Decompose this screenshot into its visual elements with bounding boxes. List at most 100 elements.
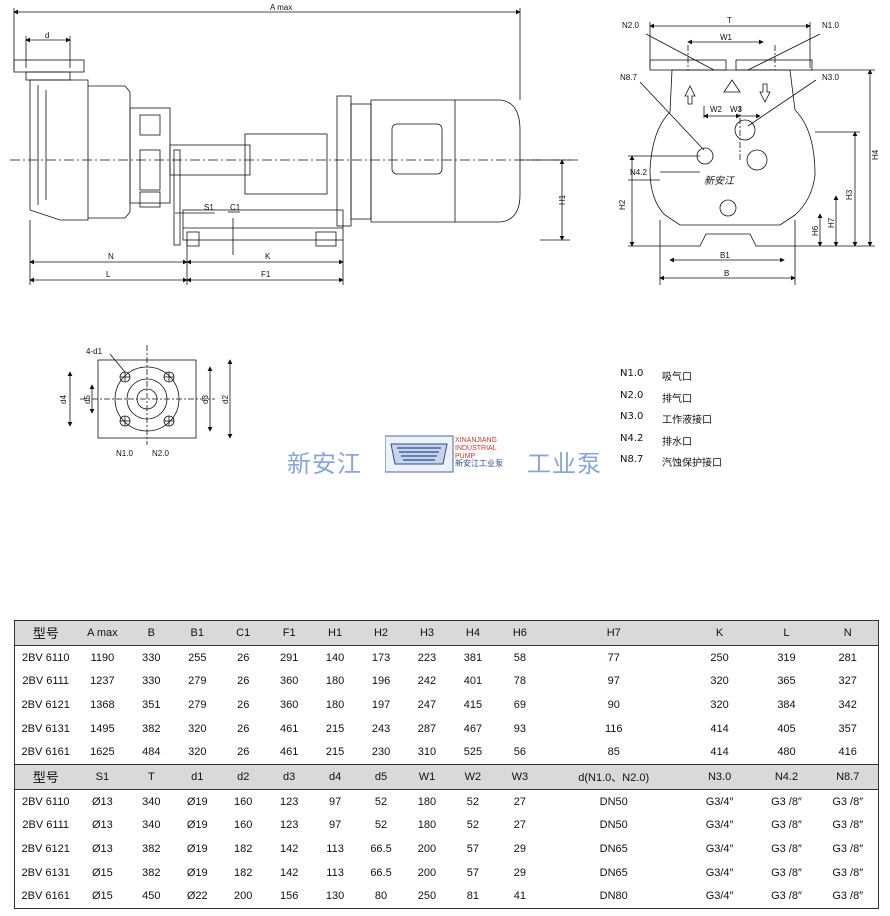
table-cell: 85: [607, 746, 620, 759]
table-cell: 26: [237, 698, 250, 711]
table-cell: 2BV 6131: [21, 722, 70, 735]
table-cell: 27: [513, 795, 526, 808]
column-header: T: [128, 764, 175, 790]
table-cell: 52: [466, 795, 480, 808]
table-cell: 90: [607, 698, 620, 711]
legend-desc: 汽蚀保护接口: [662, 458, 722, 469]
table-cell: 2BV 6131: [21, 866, 70, 879]
table-cell: 180: [417, 819, 437, 832]
table-cell: 287: [417, 722, 437, 735]
table-cell: 200: [417, 866, 437, 879]
table-cell: Ø13: [91, 819, 113, 832]
legend-desc: 排水口: [662, 436, 692, 448]
table-cell: DN80: [599, 890, 628, 903]
table-cell: G3 /8″: [771, 866, 802, 879]
table-cell: 182: [234, 866, 253, 879]
table-cell: 281: [838, 651, 857, 664]
table-cell: 320: [710, 675, 729, 688]
table-cell: 81: [466, 890, 480, 903]
table-cell: G3 /8″: [832, 819, 864, 832]
legend-code: N1.0: [620, 368, 644, 379]
column-header: 型号: [14, 764, 77, 790]
table-cell: 255: [188, 651, 207, 664]
table-cell: Ø13: [91, 795, 113, 808]
table-cell: 414: [710, 722, 729, 735]
table-cell: 180: [417, 795, 437, 808]
column-header: L: [755, 620, 818, 646]
column-header: N8.7: [817, 764, 879, 790]
label-w1: W1: [720, 33, 733, 42]
table-cell: 2BV 6110: [21, 651, 70, 664]
table-cell: 382: [142, 722, 161, 735]
table-cell: 381: [463, 651, 483, 664]
column-header: W1: [404, 764, 450, 790]
table-cell: 197: [371, 698, 391, 711]
label-d2: d2: [221, 395, 230, 404]
table-cell: G3 /8″: [771, 890, 802, 903]
table-cell: 215: [325, 746, 345, 759]
table-cell: 230: [371, 746, 391, 759]
table-cell: 66.5: [370, 843, 392, 856]
table-cell: 401: [463, 675, 483, 688]
table-cell: 26: [237, 746, 250, 759]
table-cell: Ø19: [186, 866, 208, 879]
column-header: H3: [404, 620, 450, 646]
label-n30: N3.0: [822, 73, 839, 82]
table-cell: 291: [279, 651, 299, 664]
table-cell: 1625: [90, 746, 115, 759]
table-cell: 415: [463, 698, 483, 711]
table-cell: 1368: [90, 698, 115, 711]
table-cell: 242: [417, 675, 437, 688]
table-cell: 1190: [90, 651, 115, 664]
column-header: B1: [174, 620, 221, 646]
column-header: H7: [543, 620, 684, 646]
table-cell: 461: [279, 746, 299, 759]
table-cell: 26: [237, 675, 250, 688]
label-h7: H7: [827, 217, 836, 228]
table-cell: 480: [777, 746, 796, 759]
table-cell: G3/4″: [705, 890, 734, 903]
column-header: N: [817, 620, 879, 646]
flange-view: [67, 345, 233, 445]
label-n: N: [108, 252, 114, 261]
column-header: d(N1.0、N2.0): [543, 764, 684, 790]
label-f1: F1: [261, 270, 271, 279]
drawing-labels: A max d H1 S1 C1 N K L F1 T W1 N2.0 N1.0…: [45, 3, 880, 458]
legend-desc: 吸气口: [662, 372, 692, 383]
column-header: N3.0: [683, 764, 756, 790]
table-cell: DN50: [599, 819, 628, 832]
label-w3: W3: [730, 105, 743, 114]
table-cell: 330: [142, 651, 161, 664]
table-cell: 116: [604, 722, 623, 735]
table-cell: 416: [838, 746, 857, 759]
table-cell: 57: [466, 843, 480, 856]
table-cell: 27: [513, 819, 526, 832]
table-cell: DN65: [599, 843, 628, 856]
table-cell: 360: [279, 698, 299, 711]
table-cell: 384: [777, 698, 796, 711]
table-cell: G3/4″: [705, 843, 734, 856]
table-cell: 78: [513, 675, 526, 688]
table-cell: 2BV 6161: [21, 890, 70, 903]
table-cell: 310: [417, 746, 437, 759]
table-cell: 320: [188, 722, 207, 735]
table-cell: 113: [326, 843, 344, 856]
table-cell: 243: [371, 722, 391, 735]
table-cell: G3/4″: [705, 819, 734, 832]
table-cell: 340: [142, 819, 161, 832]
label-d4: d4: [59, 395, 68, 404]
table-cell: G3 /8″: [832, 866, 864, 879]
table-cell: 57: [466, 866, 480, 879]
column-header: d2: [220, 764, 267, 790]
table-cell: 2BV 6110: [21, 795, 70, 808]
